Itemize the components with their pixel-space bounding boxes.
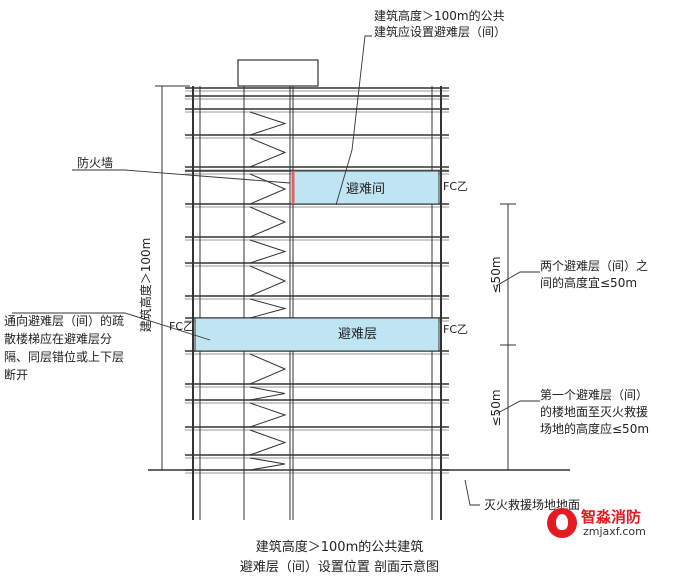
flame-icon xyxy=(547,508,577,538)
stair-flight xyxy=(249,137,287,168)
height-note: 建筑高度＞100m xyxy=(138,238,153,333)
dim-upper-label: ≤50m xyxy=(489,256,503,293)
refuge-room-fill xyxy=(293,170,440,205)
fc-label-left-2: FC乙 xyxy=(169,320,194,333)
note-stair-line1: 通向避难层（间）的疏 xyxy=(4,313,124,328)
stair-flight xyxy=(249,353,287,385)
leader-lines xyxy=(12,35,540,506)
dim-lower-label: ≤50m xyxy=(489,389,503,426)
stair-flight xyxy=(249,429,287,456)
building-section xyxy=(185,59,449,520)
note-stair-line4: 断开 xyxy=(4,367,28,382)
brand-logo: 智淼消防 zmjaxf.com xyxy=(547,506,665,540)
refuge-floor-label: 避难层 xyxy=(338,327,377,342)
note-spacing-line1: 两个避难层（间）之 xyxy=(540,259,648,273)
refuge-floor-fill xyxy=(194,317,440,352)
refuge-room-label: 避难间 xyxy=(346,182,385,197)
top-note-line1: 建筑高度＞100m的公共 xyxy=(374,8,505,23)
top-note-line2: 建筑应设置避难层（间） xyxy=(374,24,506,39)
fire-wall-label: 防火墙 xyxy=(77,155,113,170)
stair-flight xyxy=(249,457,286,471)
stair-flight xyxy=(249,402,287,428)
ground-line xyxy=(148,469,570,520)
caption-line1: 建筑高度＞100m的公共建筑 xyxy=(255,540,424,555)
note-stair-line3: 隔、同层错位或上下层 xyxy=(4,349,124,364)
note-spacing-line2: 间的高度宜≤50m xyxy=(540,275,637,290)
note-first-line1: 第一个避难层（间） xyxy=(540,388,648,402)
stair-flight xyxy=(249,386,286,401)
note-stair-line2: 散楼梯应在避难层分 xyxy=(4,331,112,346)
note-first-line2: 的楼地面至灭火救援 xyxy=(540,404,648,419)
logo-name: 智淼消防 xyxy=(581,508,642,526)
logo-url: zmjaxf.com xyxy=(583,525,646,538)
note-first-line3: 场地的高度应≤50m xyxy=(540,421,649,436)
fc-label-right-1: FC乙 xyxy=(443,180,468,193)
stair-flight xyxy=(249,265,287,297)
stair-flight xyxy=(249,298,287,319)
caption-line2: 避难层（间）设置位置 剖面示意图 xyxy=(239,560,440,575)
fc-label-right-2: FC乙 xyxy=(443,323,468,336)
stair-flight xyxy=(249,239,287,264)
stair-flight xyxy=(249,111,287,136)
roof-block xyxy=(237,59,319,87)
stair-flight xyxy=(249,206,287,238)
dimension-lines xyxy=(155,85,516,471)
stair-flight xyxy=(249,173,287,205)
